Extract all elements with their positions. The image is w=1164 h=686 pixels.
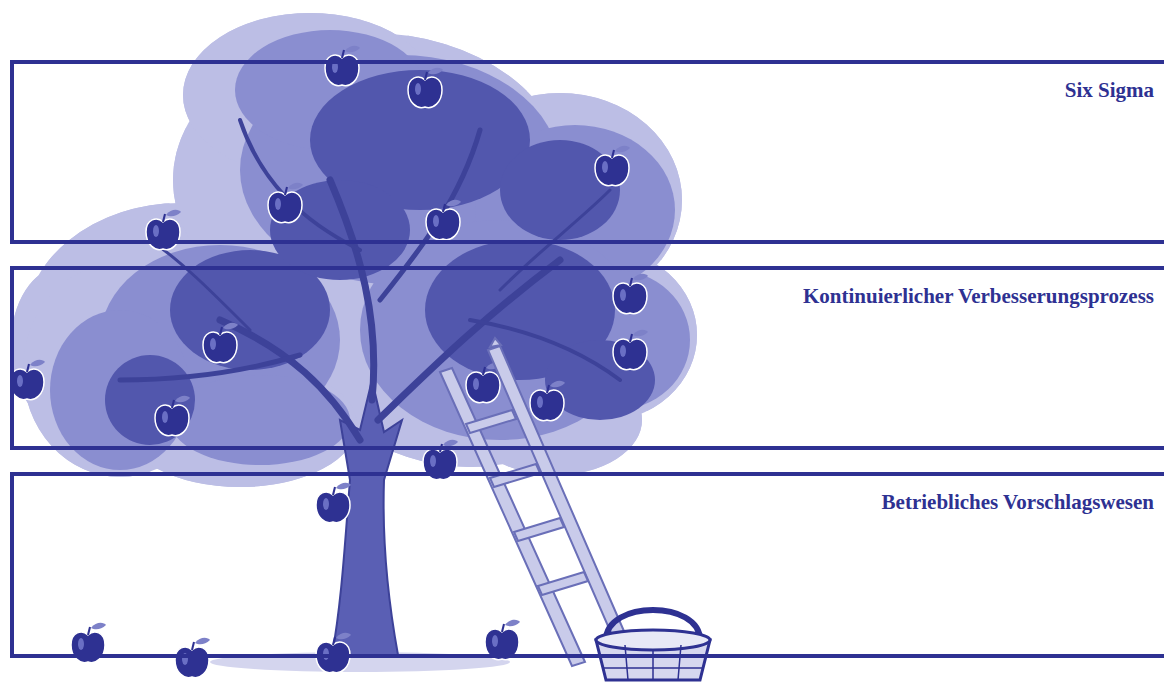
band-label: Kontinuierlicher Verbesserungsprozess: [801, 284, 1156, 309]
level-band: Six Sigma: [10, 60, 1164, 244]
ladder: [440, 338, 630, 666]
level-band: Kontinuierlicher Verbesserungsprozess: [10, 266, 1164, 450]
foliage-dark: [105, 70, 655, 445]
tree-branches: [120, 120, 620, 440]
foliage-light: [8, 10, 700, 490]
band-label: Six Sigma: [1063, 78, 1156, 103]
basket: [596, 610, 710, 680]
level-band: Betriebliches Vorschlagswesen: [10, 472, 1164, 658]
foliage-light-fill: [11, 13, 697, 487]
apples: [10, 46, 648, 678]
band-label: Betriebliches Vorschlagswesen: [880, 490, 1156, 515]
